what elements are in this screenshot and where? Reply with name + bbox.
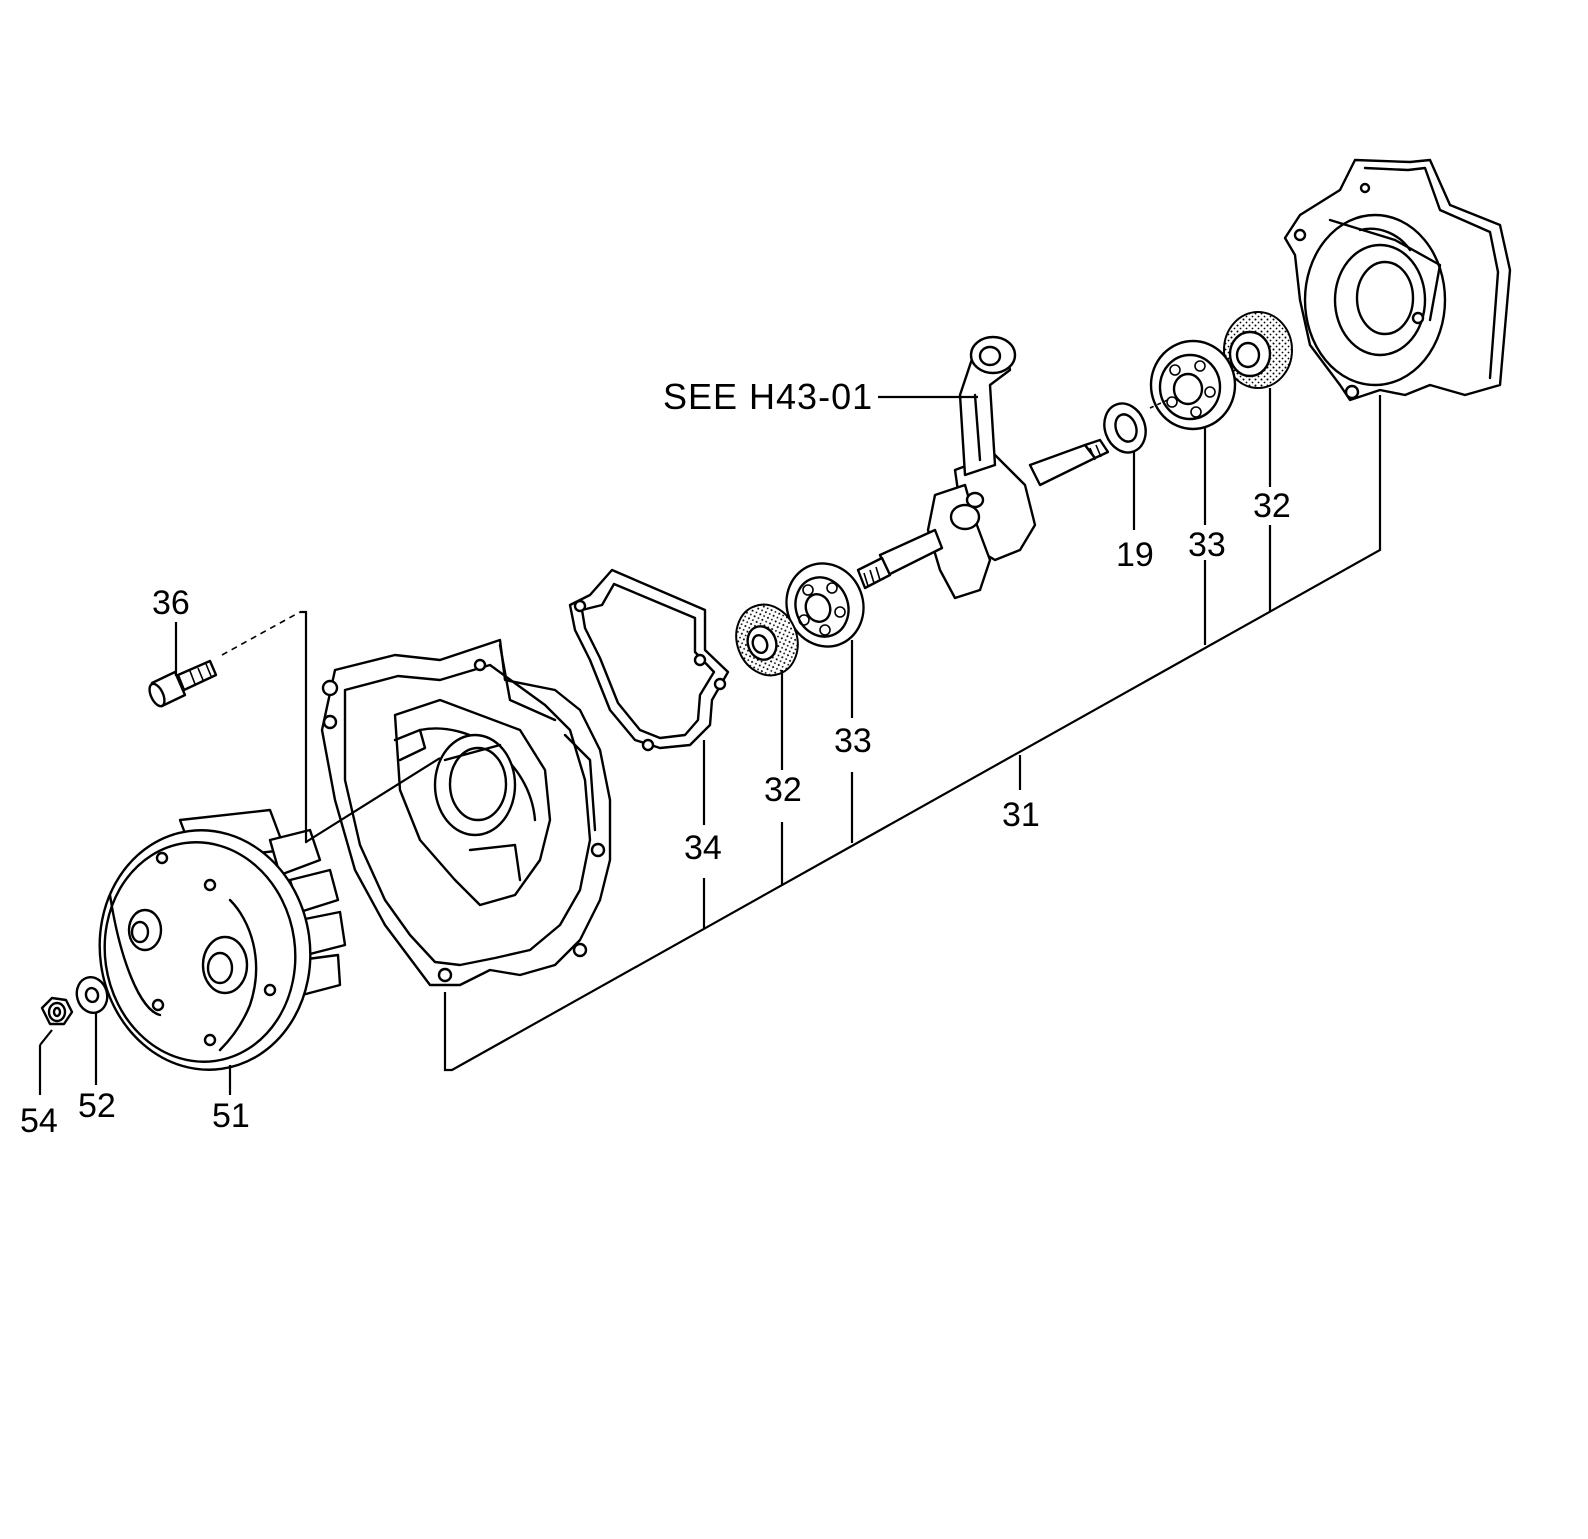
label-part-34: 34: [684, 829, 722, 867]
crankcase-rear-half: [1283, 158, 1512, 402]
label-part-19: 19: [1116, 536, 1154, 574]
label-part-32-rear: 32: [1253, 487, 1291, 525]
gasket-34: [568, 568, 730, 752]
reference-note: SEE H43-01: [663, 376, 873, 417]
label-part-32-front: 32: [764, 771, 802, 809]
label-part-31: 31: [1002, 796, 1040, 834]
label-part-52: 52: [78, 1087, 116, 1125]
crankshaft-assembly: [856, 335, 1110, 600]
label-part-51: 51: [212, 1097, 250, 1135]
bearing-front: [785, 562, 865, 648]
bearing-rear: [1149, 339, 1237, 431]
label-part-33-front: 33: [834, 722, 872, 760]
flywheel-51: [98, 808, 347, 1071]
label-part-33-rear: 33: [1188, 526, 1226, 564]
oil-seal-rear: [1214, 311, 1293, 389]
screw-36: [148, 611, 301, 708]
washer-19: [1103, 402, 1147, 454]
crankcase-front-half: [320, 638, 612, 987]
label-part-36: 36: [152, 584, 190, 622]
nut-54: [40, 996, 74, 1026]
leader-lines: [38, 388, 1382, 1095]
label-part-54: 54: [20, 1102, 58, 1140]
oil-seal-front: [735, 603, 799, 677]
washer-52: [75, 975, 109, 1015]
